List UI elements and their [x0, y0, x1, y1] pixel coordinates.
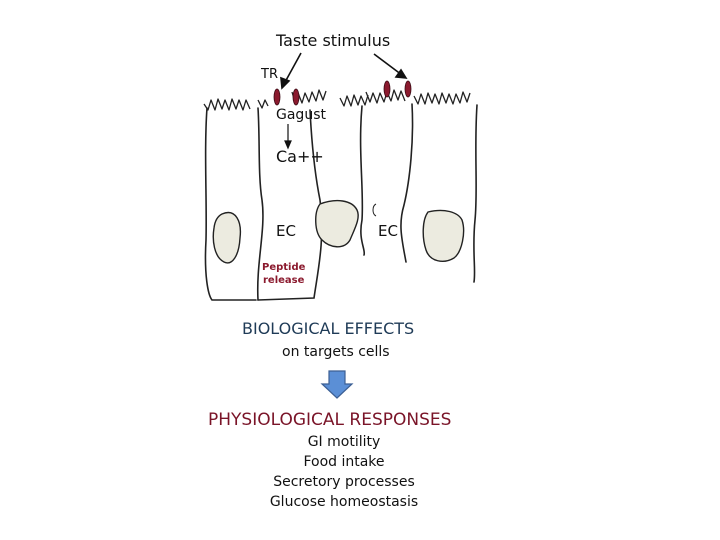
biological-effects-heading: BIOLOGICAL EFFECTS	[242, 319, 415, 338]
calcium-label: Ca++	[276, 147, 324, 166]
microvilli	[413, 91, 471, 105]
peptide-line-1: Peptide	[262, 262, 306, 273]
arrowhead	[284, 140, 292, 150]
peptide-release-label: Peptide release	[262, 261, 305, 287]
diagram-title: Taste stimulus	[276, 31, 391, 50]
receptor	[292, 88, 300, 106]
nucleus	[315, 199, 359, 248]
biological-effects-subtitle: on targets cells	[282, 344, 390, 360]
nucleus	[212, 211, 242, 264]
response-item: GI motility	[307, 434, 381, 450]
nucleus	[422, 209, 465, 262]
taste-receptor-label: TR	[261, 67, 278, 82]
cell-boundary	[473, 104, 478, 283]
ec-label-left: EC	[276, 222, 296, 240]
cell-boundary	[400, 103, 414, 263]
response-item: Food intake	[303, 454, 385, 470]
receptor	[404, 80, 412, 98]
cell-boundary	[359, 105, 366, 256]
peptide-line-2: release	[263, 275, 305, 286]
stimulus-arrow	[373, 53, 403, 76]
physiological-responses-heading: PHYSIOLOGICAL RESPONSES	[208, 410, 452, 430]
microvilli	[339, 94, 369, 107]
receptor	[273, 88, 281, 106]
arrowhead	[280, 76, 291, 90]
response-item: Glucose homeostasis	[269, 494, 419, 510]
microvilli	[203, 98, 251, 111]
microvilli	[257, 99, 269, 109]
cell-boundary	[204, 107, 257, 301]
ec-label-right: EC	[378, 222, 398, 240]
cell-boundary	[256, 107, 264, 301]
taste-receptors	[273, 80, 412, 106]
arrowhead	[394, 68, 408, 79]
g-protein-label: Gagust	[276, 107, 326, 123]
responses-list: GI motility Food intake Secretory proces…	[262, 432, 426, 512]
receptor	[383, 80, 391, 98]
microvilli	[365, 89, 406, 104]
response-item: Secretory processes	[273, 474, 415, 490]
cell-boundary	[257, 109, 323, 301]
cell-detail	[372, 203, 377, 217]
down-arrow	[320, 370, 354, 399]
stimulus-arrow	[283, 52, 302, 85]
